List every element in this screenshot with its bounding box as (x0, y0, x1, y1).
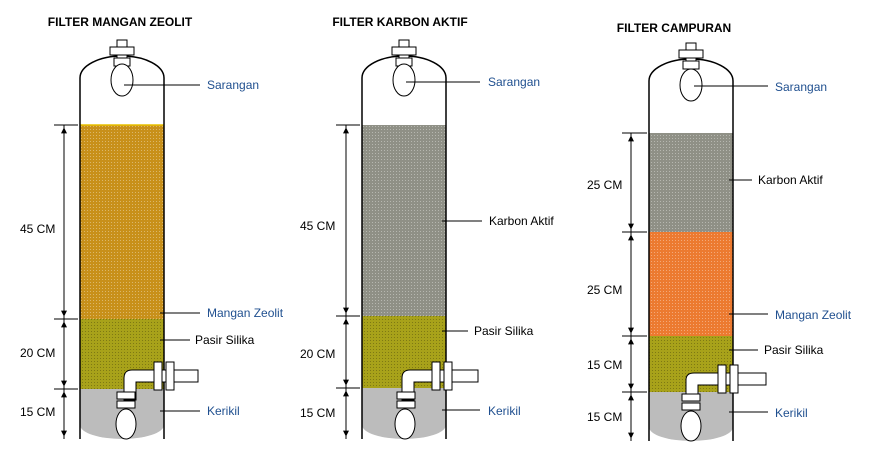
dim-label: 15 CM (300, 406, 335, 420)
filter-title: FILTER CAMPURAN (617, 21, 731, 35)
dimension-line (54, 124, 78, 439)
filter-campuran: FILTER CAMPURAN (587, 21, 852, 442)
dim-label: 25 CM (587, 283, 622, 297)
outlet-pipe (394, 361, 479, 440)
dim-label: 25 CM (587, 178, 622, 192)
dimension-line (336, 124, 360, 439)
outlet-pipe (680, 364, 767, 442)
dim-label: 15 CM (587, 358, 622, 372)
filter-mangan-zeolit: FILTER MANGAN ZEOLIT (20, 15, 284, 440)
layer-texture (649, 232, 733, 336)
label-kerikil: Kerikil (488, 404, 521, 418)
label-sarangan: Sarangan (207, 78, 259, 92)
top-strainer (109, 39, 135, 97)
label-layer1: Mangan Zeolit (207, 306, 284, 320)
top-strainer (391, 39, 417, 97)
dimension-line (622, 132, 647, 441)
layer-texture (362, 125, 446, 316)
label-sarangan: Sarangan (488, 75, 540, 89)
label-layer1: Karbon Aktif (758, 173, 823, 187)
dim-label: 45 CM (300, 219, 335, 233)
dim-label: 20 CM (20, 346, 55, 360)
dim-label: 45 CM (20, 222, 55, 236)
label-kerikil: Kerikil (207, 404, 240, 418)
filter-title: FILTER MANGAN ZEOLIT (48, 15, 193, 29)
label-layer2: Pasir Silika (474, 324, 534, 338)
label-layer3: Pasir Silika (764, 343, 824, 357)
dim-label: 15 CM (587, 410, 622, 424)
layer-texture (649, 133, 733, 232)
dim-label: 20 CM (300, 347, 335, 361)
dim-label: 15 CM (20, 405, 55, 419)
top-strainer (678, 42, 704, 102)
layer-texture (80, 125, 164, 319)
label-layer2: Mangan Zeolit (775, 308, 852, 322)
outlet-pipe (115, 361, 199, 440)
filter-karbon-aktif: FILTER KARBON AKTIF (300, 15, 554, 440)
label-layer2: Pasir Silika (195, 333, 255, 347)
filter-title: FILTER KARBON AKTIF (332, 15, 467, 29)
label-sarangan: Sarangan (775, 80, 827, 94)
label-kerikil: Kerikil (775, 406, 808, 420)
label-layer1: Karbon Aktif (489, 214, 554, 228)
